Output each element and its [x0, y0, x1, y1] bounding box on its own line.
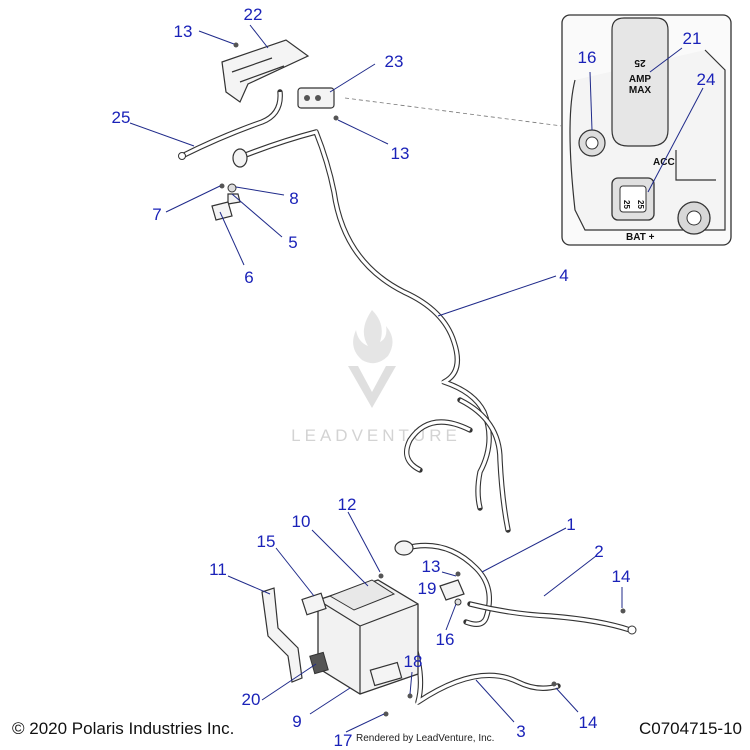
large-fuse-icon — [611, 17, 669, 147]
screw-13-low-icon — [455, 571, 461, 577]
pad-15-icon — [301, 592, 327, 616]
pad-18-icon — [369, 661, 403, 687]
cable-1 — [405, 543, 491, 626]
pad-20-icon — [309, 651, 329, 675]
callout-13: 13 — [174, 22, 193, 41]
fuse-rating-max: MAX — [629, 85, 652, 96]
callouts: 13 22 23 25 13 8 7 5 6 4 12 10 1 15 2 11… — [112, 5, 716, 750]
battery-bracket-11 — [261, 587, 303, 683]
callout-11: 11 — [209, 560, 227, 579]
nut-14-right-icon — [620, 608, 626, 614]
callout-24: 24 — [697, 70, 716, 89]
callout-20: 20 — [242, 690, 261, 709]
callout-16: 16 — [436, 630, 455, 649]
main-harness-4 — [237, 130, 491, 509]
small-fuse-label-b: 25 — [636, 200, 645, 209]
callout-4: 4 — [559, 266, 568, 285]
screw-12-icon — [378, 573, 384, 579]
relay-19-icon — [439, 579, 465, 601]
ground-lead-25 — [181, 91, 282, 158]
callout-14: 14 — [579, 713, 598, 732]
leader-lines — [129, 24, 704, 733]
flame-logo-icon — [353, 310, 393, 364]
callout-3: 3 — [516, 722, 525, 741]
callout-17: 17 — [334, 731, 353, 750]
callout-9: 9 — [292, 712, 301, 731]
callout-7: 7 — [152, 205, 161, 224]
callout-6: 6 — [244, 268, 253, 287]
callout-13: 13 — [422, 557, 441, 576]
nut-14-low-icon — [551, 681, 557, 687]
v-logo-icon — [348, 366, 396, 408]
battery-holddown-10 — [328, 579, 396, 611]
nut-16-low-icon — [454, 598, 462, 606]
callout-19: 19 — [418, 579, 437, 598]
inset-detail: 25 AMP MAX ACC 25 25 BAT + — [561, 14, 732, 246]
clip-5-icon — [227, 193, 241, 205]
washer-8-icon — [227, 183, 237, 193]
watermark-text: LEADVENTURE — [291, 426, 461, 445]
figure-id: C0704715-10 — [638, 719, 742, 738]
copyright-text: © 2020 Polaris Industries Inc. — [12, 719, 235, 738]
small-fuse-label-a: 25 — [622, 200, 631, 209]
callout-14: 14 — [612, 567, 631, 586]
screw-18-icon — [407, 693, 413, 699]
callout-13: 13 — [391, 144, 410, 163]
callout-18: 18 — [404, 652, 423, 671]
callout-1: 1 — [566, 515, 575, 534]
fuse-rating-amp: AMP — [629, 74, 652, 85]
top-bracket — [221, 39, 310, 103]
callout-10: 10 — [292, 512, 311, 531]
callout-16: 16 — [578, 48, 597, 67]
inset-pointer-line — [344, 97, 563, 127]
bracket-6-icon — [211, 201, 233, 221]
callout-22: 22 — [244, 5, 263, 24]
screw-13-top-icon — [233, 42, 239, 48]
callout-23: 23 — [385, 52, 404, 71]
fuse-rating-top: 25 — [634, 57, 646, 68]
cable-2 — [469, 602, 631, 632]
callout-15: 15 — [257, 532, 276, 551]
callout-25: 25 — [112, 108, 131, 127]
callout-21: 21 — [683, 29, 702, 48]
bat-plus-label: BAT + — [626, 232, 655, 243]
callout-2: 2 — [594, 542, 603, 561]
callout-5: 5 — [288, 233, 297, 252]
screw-17-icon — [383, 711, 389, 717]
callout-8: 8 — [289, 189, 298, 208]
screw-13-mid-icon — [333, 115, 339, 121]
rendered-by-text: Rendered by LeadVenture, Inc. — [356, 733, 495, 744]
screw-7-icon — [219, 183, 225, 189]
callout-12: 12 — [338, 495, 357, 514]
